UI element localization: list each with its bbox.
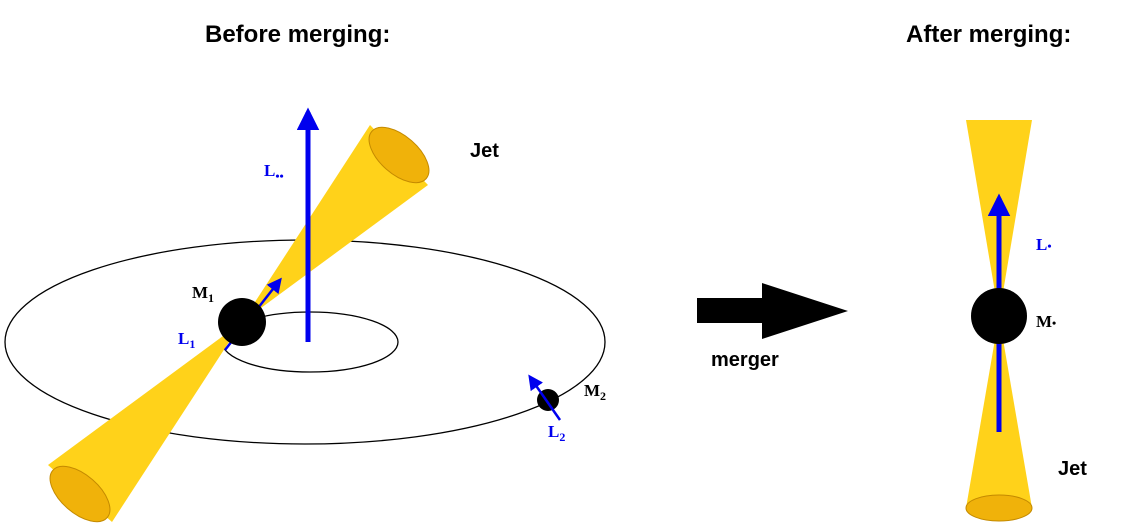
jet-lower — [48, 322, 242, 523]
L2-label: L2 — [548, 422, 565, 444]
L2-arrow — [528, 374, 562, 421]
L1-label: L1 — [178, 329, 195, 351]
after-panel: L• M• Jet — [965, 120, 1087, 522]
M2-label: M2 — [584, 381, 606, 403]
jet-label-after: Jet — [1058, 458, 1087, 480]
L-after-label: L• — [1036, 235, 1052, 254]
jet-label-before: Jet — [470, 140, 499, 162]
M-after-label: M• — [1036, 312, 1056, 331]
merged-black-hole — [971, 288, 1027, 344]
before-heading: Before merging: — [205, 21, 390, 48]
merger-arrow — [697, 283, 848, 339]
before-panel: Jet L•• M1 L1 M2 L2 — [4, 107, 606, 523]
M1-black-hole — [218, 298, 266, 346]
M1-label: M1 — [192, 283, 214, 305]
after-heading: After merging: — [906, 21, 1071, 48]
jet-upper — [242, 125, 430, 322]
merger-label: merger — [711, 349, 779, 371]
jet-after-lower-cap — [965, 494, 1033, 522]
L-pair-label: L•• — [264, 161, 284, 183]
